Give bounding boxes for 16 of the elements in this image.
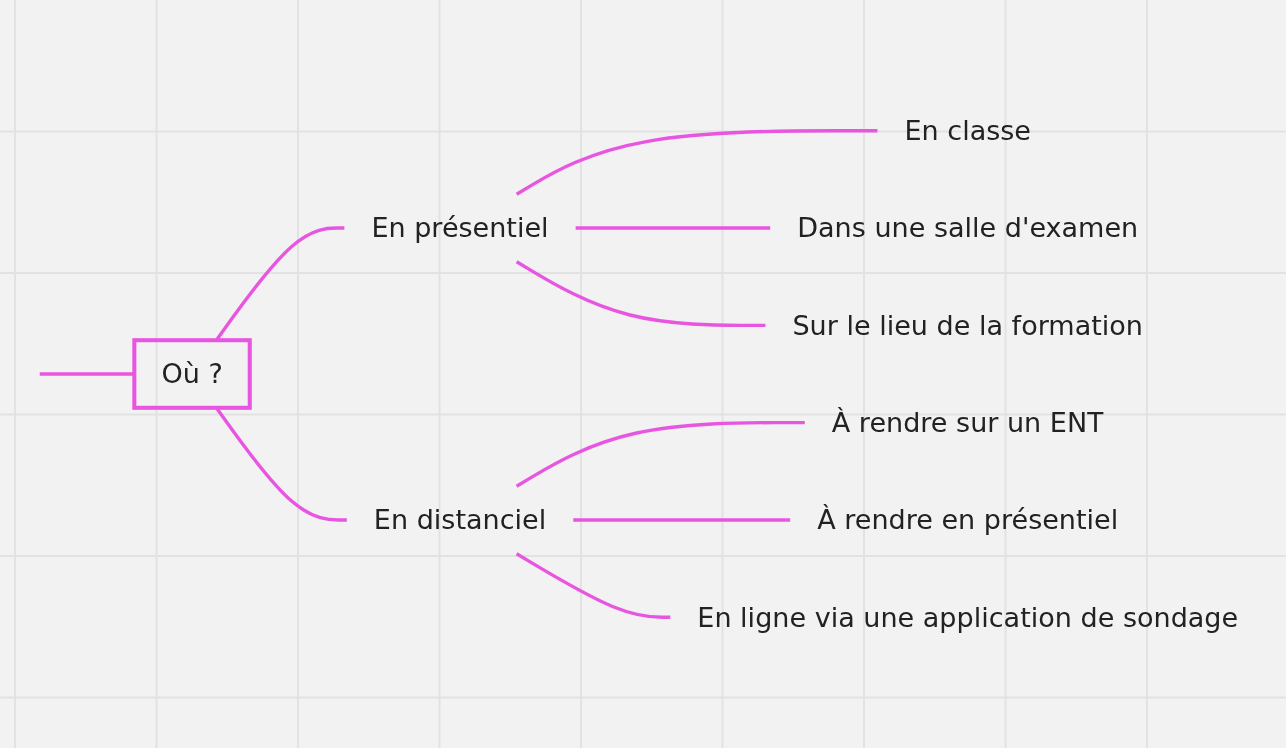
connector — [515, 260, 766, 328]
node-box: Où ? — [132, 338, 252, 410]
connector — [515, 552, 671, 619]
connector — [515, 129, 878, 196]
node-text: En distanciel — [373, 503, 547, 537]
node-text: Dans une salle d'examen — [797, 211, 1139, 245]
node-text: En présentiel — [371, 211, 549, 245]
connector — [515, 420, 805, 488]
node-text: En classe — [904, 114, 1031, 147]
connector — [575, 226, 771, 230]
node-text: Sur le lieu de la formation — [792, 309, 1144, 342]
connector — [39, 372, 135, 376]
node-text: En ligne via une application de sondage — [697, 601, 1239, 634]
node-text: À rendre en présentiel — [817, 503, 1119, 537]
node-text: À rendre sur un ENT — [831, 406, 1104, 439]
connector — [573, 518, 791, 522]
